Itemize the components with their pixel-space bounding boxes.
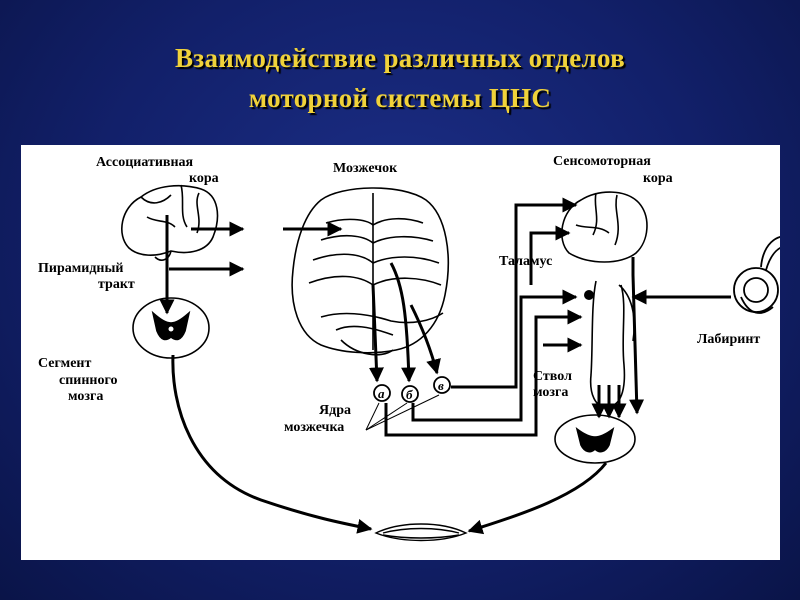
nucleus-v-letter: в [438, 378, 444, 393]
nucleus-v [433, 376, 451, 394]
slide-title: Взаимодействие различных отделов моторно… [0, 38, 800, 118]
nucleus-a-letter: а [378, 386, 385, 401]
nucleus-a [373, 384, 391, 402]
label-sensorimotor-cortex-2: кора [643, 171, 673, 186]
label-spinal-segment-2: спинного [59, 373, 118, 388]
right-segment-to-muscle-arrow [467, 462, 608, 535]
pathways [159, 197, 731, 535]
spinal-segment-right [554, 414, 636, 464]
nucleus-b [401, 385, 419, 403]
cerebellum [291, 187, 450, 356]
association-cortex-brain [121, 184, 219, 261]
cortex-to-spinal-arrow [629, 257, 645, 415]
sensorimotor-cortex-brain [561, 191, 648, 263]
cerebellar-nuclei: а б в [373, 376, 451, 403]
nucleus-b-letter: б [406, 387, 413, 402]
label-thalamus: Таламус [499, 254, 552, 269]
label-cerebellum: Мозжечок [333, 161, 398, 176]
spinal-segment-left [132, 297, 210, 359]
thalamus-to-cortex-arrow [529, 225, 571, 285]
thalamus-nucleus [584, 290, 594, 300]
cerebellum-to-nucleus-b [389, 262, 417, 383]
cerebellum-to-nucleus-v [409, 304, 441, 375]
brain-stem [589, 280, 635, 408]
label-pyramidal-tract-2: тракт [98, 277, 135, 292]
label-labyrinth: Лабиринт [697, 332, 760, 347]
title-line-1: Взаимодействие различных отделов [174, 43, 626, 73]
label-pyramidal-tract-1: Пирамидный [38, 261, 124, 276]
labyrinth [733, 236, 780, 314]
label-association-cortex-1: Ассоциативная [96, 155, 194, 170]
label-spinal-segment-3: мозга [68, 389, 103, 404]
label-brain-stem-1: Ствол [533, 369, 572, 384]
label-nuclei-1: Ядра [319, 403, 351, 418]
cerebellum-to-nucleus-a [368, 284, 384, 383]
label-spinal-segment-1: Сегмент [38, 356, 91, 371]
title-line-2: моторной системы ЦНС [248, 83, 552, 113]
nucleus-to-cortex-arrow [451, 197, 578, 389]
diagram-panel: а б в [21, 145, 780, 560]
nucleus-b-to-stem-arrow [411, 289, 578, 422]
nuclei-leader-lines [365, 394, 440, 431]
label-brain-stem-2: мозга [533, 385, 568, 400]
label-sensorimotor-cortex-1: Сенсомоторная [553, 154, 651, 169]
motor-system-diagram: а б в [38, 154, 780, 542]
label-nuclei-2: мозжечка [284, 420, 344, 435]
muscle [374, 523, 468, 542]
nucleus-a-to-stem-arrow [384, 309, 583, 437]
segment-to-muscle-arrow [171, 354, 373, 534]
label-association-cortex-2: кора [189, 171, 219, 186]
